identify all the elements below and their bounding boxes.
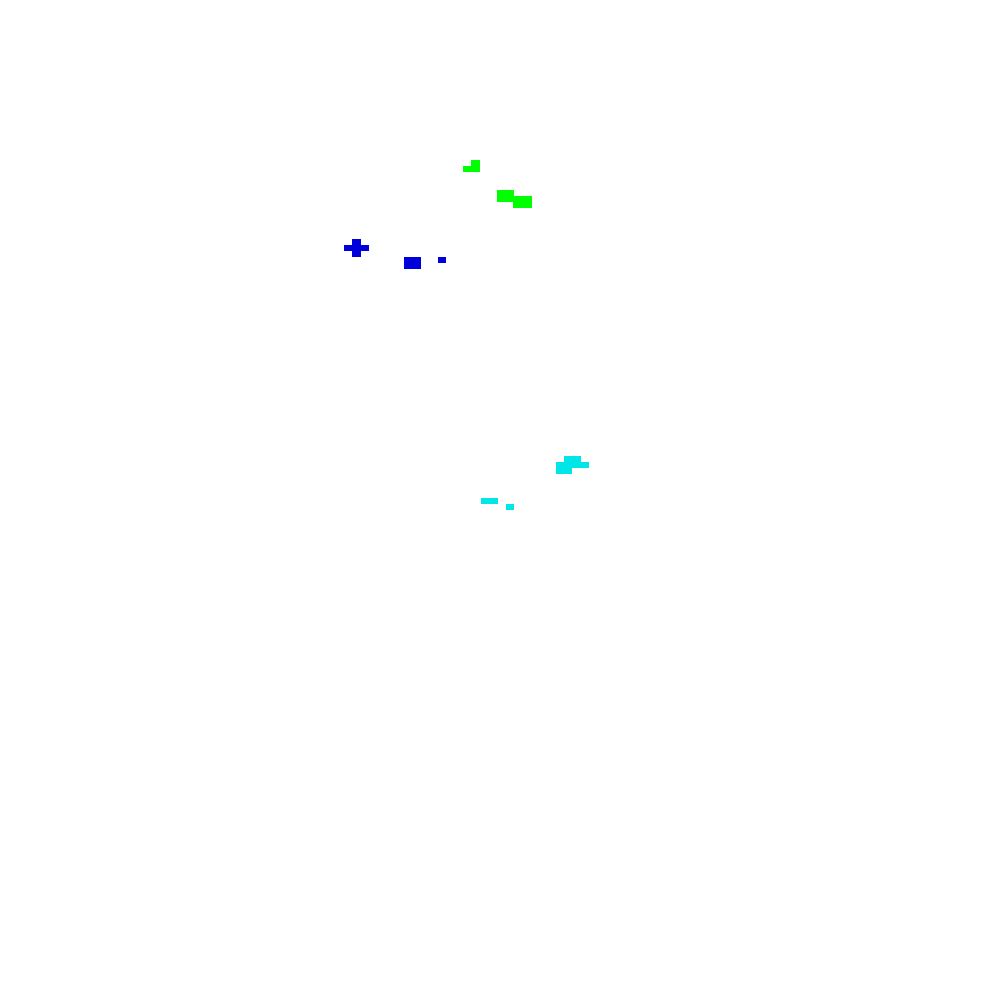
green-block bbox=[513, 196, 532, 208]
green-block bbox=[497, 190, 514, 202]
green-block bbox=[471, 160, 480, 172]
blue-block bbox=[404, 257, 421, 269]
green-block bbox=[463, 166, 473, 172]
blue-cross-block bbox=[352, 239, 361, 257]
cyan-block bbox=[506, 504, 514, 510]
cyan-block bbox=[481, 498, 498, 504]
blue-cross-block bbox=[344, 245, 369, 251]
cyan-block bbox=[556, 468, 572, 474]
cyan-block bbox=[564, 456, 581, 462]
cyan-block bbox=[556, 462, 589, 468]
blue-block bbox=[438, 257, 446, 263]
